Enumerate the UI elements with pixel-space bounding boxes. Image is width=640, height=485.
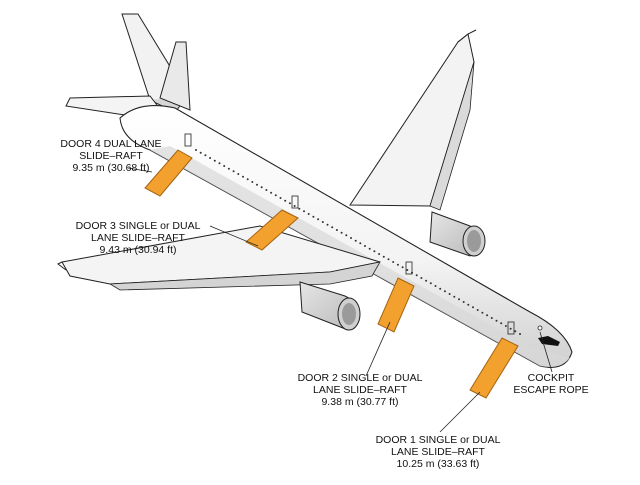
window-dot	[504, 325, 507, 327]
window-dot	[364, 245, 366, 247]
window-dot	[284, 199, 287, 202]
window-dot	[415, 274, 418, 277]
window-dot	[401, 266, 404, 269]
window-dot	[396, 263, 399, 266]
window-dot	[279, 197, 282, 199]
window-dot	[209, 157, 212, 159]
door-4-leader-line	[127, 167, 153, 173]
window-dot	[490, 317, 493, 319]
window-dot	[256, 183, 258, 186]
window-dot	[387, 258, 390, 261]
door-2-label: DOOR 2 SINGLE or DUAL LANE SLIDE–RAFT 9.…	[297, 372, 423, 408]
window-dot	[317, 218, 320, 221]
window-dot	[242, 175, 244, 178]
passenger-windows	[195, 149, 521, 335]
window-dot	[382, 255, 385, 258]
window-dot	[467, 303, 470, 306]
window-dot	[429, 282, 432, 285]
window-dot	[321, 221, 324, 223]
window-dot	[265, 189, 268, 191]
door-1-outline	[507, 321, 515, 335]
window-dot	[298, 207, 301, 210]
window-dot	[439, 287, 442, 290]
window-dot	[406, 269, 409, 271]
door-2-leader-line	[365, 321, 391, 377]
window-dot	[246, 178, 249, 181]
window-dot	[270, 191, 273, 194]
window-dot	[378, 253, 381, 255]
door-3-label: DOOR 3 SINGLE or DUAL LANE SLIDE–RAFT 9.…	[75, 220, 201, 256]
window-dot	[204, 154, 207, 157]
window-dot	[340, 231, 343, 234]
right-horizontal-stabilizer	[159, 41, 191, 111]
window-dot	[481, 311, 484, 314]
cockpit-leader-line	[539, 331, 553, 373]
window-dot	[260, 186, 263, 189]
window-dot	[312, 215, 315, 218]
window-dot	[237, 173, 240, 175]
window-dot	[425, 279, 428, 282]
window-dot	[448, 293, 451, 295]
window-dot	[227, 167, 230, 170]
window-dot	[453, 295, 456, 298]
window-dot	[195, 149, 197, 151]
window-dot	[462, 301, 465, 303]
window-dot	[458, 298, 460, 301]
window-dot	[519, 333, 521, 335]
right-wing	[349, 33, 475, 207]
door-1-slide-raft	[469, 337, 519, 399]
window-dot	[373, 250, 376, 253]
window-dot	[232, 170, 235, 173]
window-dot	[274, 194, 277, 197]
right-engine	[429, 211, 486, 257]
window-dot	[326, 223, 329, 226]
window-dot	[350, 237, 352, 239]
door-4-outline	[184, 133, 192, 147]
door-3-slide-raft	[245, 209, 299, 251]
window-dot	[199, 151, 202, 154]
window-dot	[420, 277, 423, 279]
window-dot	[303, 210, 305, 213]
window-dot	[218, 162, 221, 165]
window-dot	[434, 285, 437, 287]
window-dot	[368, 247, 371, 250]
door-4-label: DOOR 4 DUAL LANE SLIDE–RAFT 9.35 m (30.6…	[60, 138, 162, 174]
window-dot	[443, 290, 446, 293]
door-2-slide-raft	[377, 277, 415, 333]
window-dot	[293, 205, 296, 207]
window-dot	[223, 165, 226, 167]
door-2-outline	[405, 261, 413, 275]
window-dot	[500, 322, 503, 325]
window-dot	[392, 261, 395, 263]
door-3-leader-line	[209, 225, 259, 247]
window-dot	[486, 314, 489, 317]
window-dot	[288, 202, 291, 205]
window-dot	[472, 306, 474, 309]
window-dot	[345, 234, 348, 237]
window-dot	[476, 309, 479, 311]
window-dot	[509, 327, 512, 330]
window-dot	[251, 181, 254, 183]
window-dot	[331, 226, 334, 229]
door-4-slide-raft	[144, 149, 193, 197]
window-dot	[359, 242, 362, 245]
window-dot	[213, 159, 216, 162]
window-dot	[335, 229, 338, 231]
door-1-label: DOOR 1 SINGLE or DUAL LANE SLIDE–RAFT 10…	[375, 434, 501, 470]
door-1-leader-line	[439, 391, 481, 433]
window-dot	[354, 239, 357, 242]
cockpit-escape-rope-label: COCKPIT ESCAPE ROPE	[513, 372, 589, 396]
window-dot	[307, 213, 310, 215]
left-engine	[299, 281, 361, 331]
door-3-outline	[291, 195, 299, 209]
window-dot	[514, 330, 517, 333]
window-dot	[495, 319, 498, 322]
